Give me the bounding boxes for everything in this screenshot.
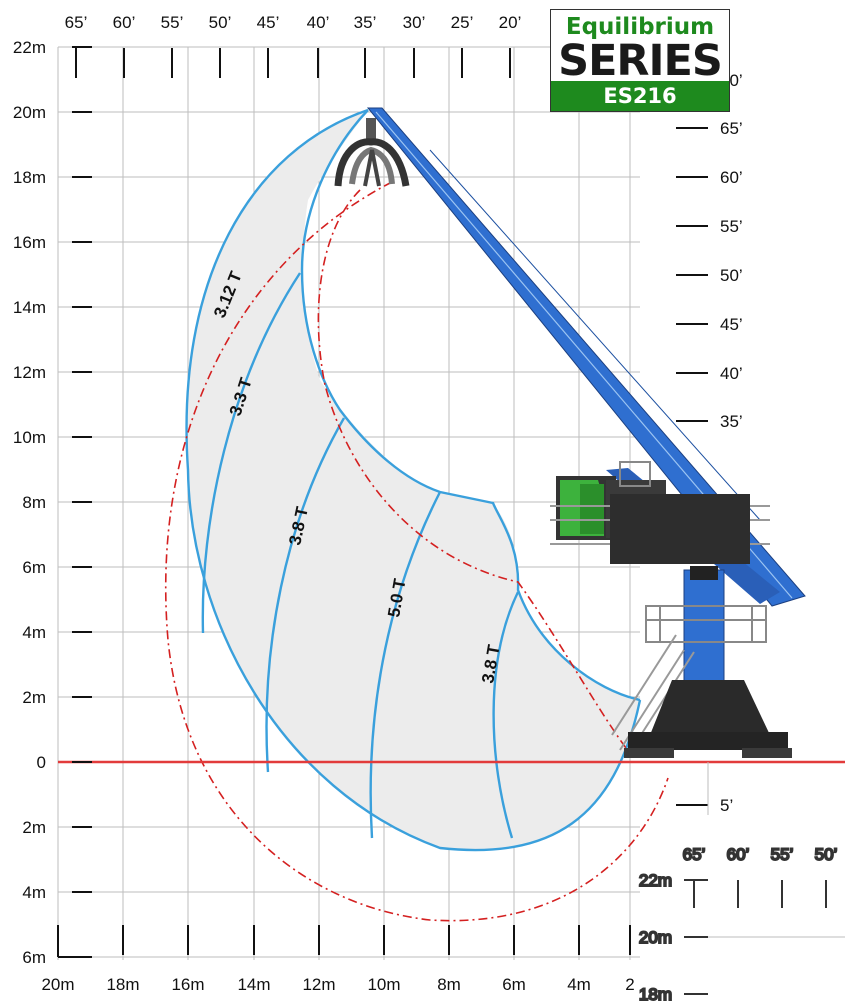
zone-divider-1	[201, 272, 302, 634]
right-ft-label: 35’	[720, 412, 743, 431]
top-ft-label: 20’	[499, 13, 522, 32]
reach-curves	[164, 181, 669, 922]
x-tick-label: 2	[625, 975, 634, 994]
lower-platform	[645, 605, 767, 643]
right-ft-label: 40’	[720, 364, 743, 383]
axis-labels: 22m 20m 18m 16m 14m 12m 10m 8m 6m 4m 2m 0 2m 4m 6m 20m 1…	[13, 13, 743, 994]
badge-model: ES216	[551, 81, 729, 111]
right-ft-label: 5’	[720, 796, 733, 815]
zone-divider-2	[265, 417, 346, 773]
crane-column	[683, 569, 725, 701]
y-tick-label: 18m	[13, 168, 46, 187]
x-tick-label: 20m	[41, 975, 74, 994]
grab-attachment	[334, 118, 410, 187]
inset-y-label: 18m	[639, 985, 672, 1002]
x-tick-label: 10m	[367, 975, 400, 994]
y-tick-label: 20m	[13, 103, 46, 122]
top-ft-label: 35’	[354, 13, 377, 32]
x-tick-label: 16m	[171, 975, 204, 994]
top-ft-label: 55’	[161, 13, 184, 32]
crane-illustration	[334, 107, 806, 758]
operator-cab	[550, 461, 770, 564]
top-ft-label: 40’	[307, 13, 330, 32]
zone-divider-3	[369, 491, 442, 839]
y-tick-label: 4m	[22, 623, 46, 642]
inset-ft-label: 55’	[771, 845, 794, 864]
envelope-outline	[185, 108, 642, 852]
equilibrium-series-badge: Equilibrium SERIES ES216	[550, 9, 730, 112]
crane-base	[650, 680, 770, 735]
x-tick-label: 6m	[502, 975, 526, 994]
y-tick-label: 14m	[13, 298, 46, 317]
y-tick-label: 8m	[22, 493, 46, 512]
right-ft-label: 65’	[720, 119, 743, 138]
y-tick-label: 6m	[22, 558, 46, 577]
inset-ft-label: 65’	[683, 845, 706, 864]
inset-y-label: 20m	[639, 928, 672, 947]
x-tick-label: 12m	[302, 975, 335, 994]
top-ft-label: 60’	[113, 13, 136, 32]
y-tick-label: 6m	[22, 948, 46, 967]
top-ft-label: 65’	[65, 13, 88, 32]
y-tick-label: 16m	[13, 233, 46, 252]
inset-ft-label: 50’	[815, 845, 838, 864]
y-tick-label: 4m	[22, 883, 46, 902]
right-ft-label: 45’	[720, 315, 743, 334]
badge-brand: Equilibrium	[565, 14, 715, 40]
y-tick-label: 2m	[22, 688, 46, 707]
inset-y-label: 22m	[639, 871, 672, 890]
x-tick-label: 14m	[237, 975, 270, 994]
y-tick-label: 0	[37, 753, 46, 772]
inset-grid: 65’ 60’ 55’ 50’ 22m 20m 18m	[638, 844, 845, 1002]
right-ft-label: 55’	[720, 217, 743, 236]
y-tick-label: 10m	[13, 428, 46, 447]
top-ft-label: 30’	[403, 13, 426, 32]
x-tick-label: 18m	[106, 975, 139, 994]
top-ft-label: 50’	[209, 13, 232, 32]
right-ft-label: 50’	[720, 266, 743, 285]
inset-ft-label: 60’	[727, 845, 750, 864]
right-ft-label: 60’	[720, 168, 743, 187]
x-tick-label: 4m	[567, 975, 591, 994]
x-tick-label: 8m	[437, 975, 461, 994]
top-ft-label: 45’	[257, 13, 280, 32]
y-tick-label: 12m	[13, 363, 46, 382]
zone-divider-4	[492, 591, 520, 839]
y-tick-label: 22m	[13, 38, 46, 57]
top-ft-label: 25’	[451, 13, 474, 32]
y-tick-label: 2m	[22, 818, 46, 837]
badge-series: SERIES	[558, 36, 723, 86]
